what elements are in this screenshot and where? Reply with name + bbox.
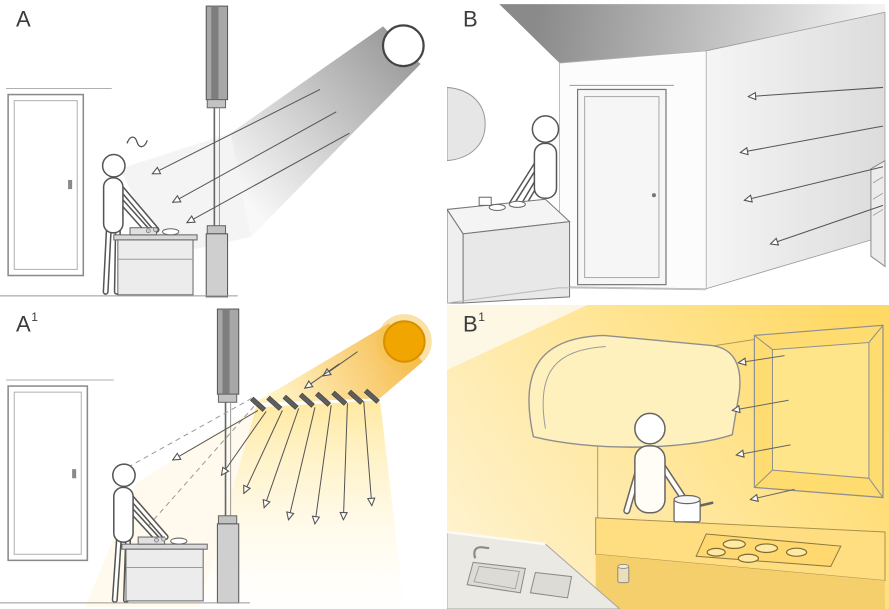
panel-a1-drawing [0, 308, 432, 607]
light-beam [119, 26, 421, 257]
light-arrows [173, 401, 372, 524]
person-figure [111, 463, 169, 603]
panel-b1: B1 [447, 305, 889, 609]
doorway [569, 84, 675, 286]
panel-b-drawing [447, 4, 886, 304]
cook-counter [595, 517, 886, 609]
panel-a-label: A [16, 8, 31, 30]
sun-icon [381, 24, 425, 68]
panel-a1: A1 [0, 305, 447, 609]
door [6, 87, 112, 277]
ceiling [499, 4, 885, 64]
light-arrows [740, 86, 884, 244]
sink-basin-2 [529, 571, 573, 599]
panel-a-drawing [0, 5, 425, 298]
counter [121, 536, 208, 602]
door [6, 379, 114, 562]
person-figure [508, 115, 560, 212]
curved-wall [447, 86, 486, 162]
panel-b1-sup: 1 [478, 310, 486, 324]
louvers [250, 388, 380, 412]
panel-b-label: B [463, 8, 478, 30]
panel-a1-sup: 1 [31, 310, 39, 324]
canopy [528, 334, 741, 448]
panel-a-letter: A [16, 6, 32, 32]
panel-a1-label: A1 [16, 310, 39, 337]
glare-squiggle [126, 136, 148, 148]
light-arrows [732, 355, 795, 500]
panel-a: A [0, 0, 447, 305]
sink-basin [466, 561, 526, 594]
panel-b1-drawing [447, 305, 889, 609]
panel-b1-label: B1 [463, 310, 486, 337]
panel-b: B [447, 0, 889, 305]
panel-a1-letter: A [16, 311, 32, 337]
sink-counter [447, 530, 621, 609]
beam-arrows [305, 351, 358, 388]
window-wall [216, 308, 240, 604]
panel-b1-letter: B [463, 311, 479, 337]
light-arrows [152, 89, 350, 222]
side-shelf [870, 159, 886, 268]
sun-icon [382, 320, 426, 363]
counter [113, 227, 198, 296]
window-recess [753, 324, 884, 499]
panel-b-letter: B [463, 6, 479, 32]
window-wall [205, 5, 229, 298]
cooktop [695, 533, 842, 567]
right-wall [705, 11, 886, 290]
faucet [473, 546, 490, 559]
person-figure [623, 412, 695, 515]
floor-line [447, 287, 707, 304]
pot [673, 494, 714, 523]
counter [447, 196, 571, 304]
shaker [617, 564, 630, 584]
